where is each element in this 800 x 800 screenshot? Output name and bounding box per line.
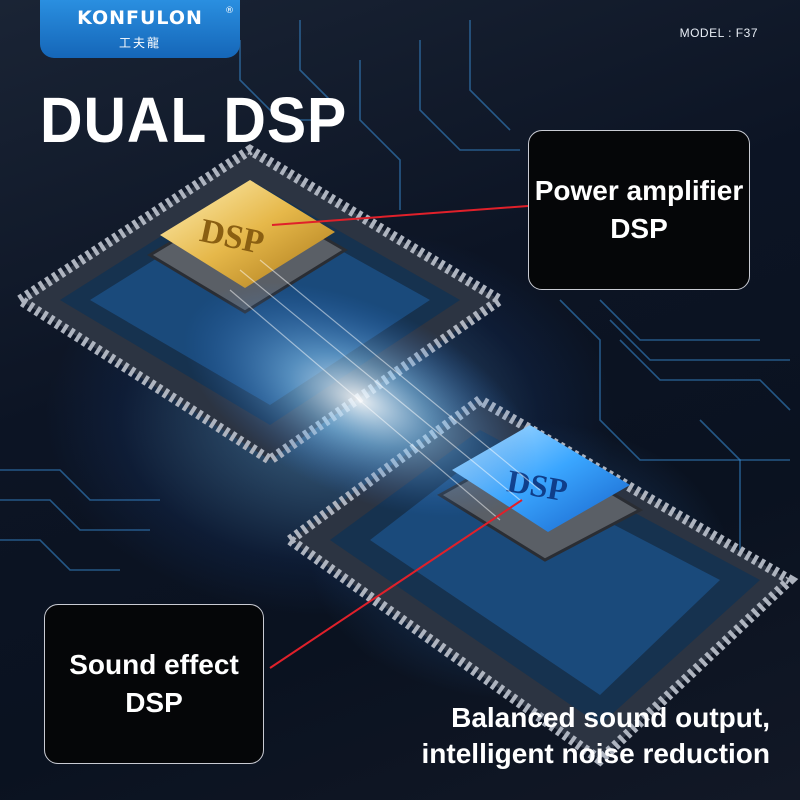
tagline-line2: intelligent noise reduction: [421, 737, 770, 769]
tagline-line1: Balanced sound output,: [451, 702, 770, 733]
callout-power-amplifier: Power amplifier DSP: [528, 130, 750, 290]
callout-sound-effect: Sound effect DSP: [44, 604, 264, 764]
headline: DUAL DSP: [40, 84, 348, 156]
brand-logo: KONFULON ® 工夫龍: [40, 0, 240, 58]
callout-top-line2: DSP: [610, 213, 668, 244]
model-label: MODEL : F37: [679, 26, 758, 40]
pointer-line-bottom: [269, 499, 523, 669]
tagline: Balanced sound output, intelligent noise…: [422, 700, 770, 772]
circuit-traces: [0, 20, 791, 571]
brand-chinese-name: 工夫龍: [118, 36, 161, 50]
registered-mark: ®: [225, 6, 234, 16]
brand-name: KONFULON: [77, 7, 203, 29]
callout-top-line1: Power amplifier: [534, 175, 744, 207]
callout-bottom-line2: DSP: [125, 687, 183, 718]
pointer-line-top: [271, 205, 529, 226]
callout-bottom-line1: Sound effect: [69, 649, 239, 681]
